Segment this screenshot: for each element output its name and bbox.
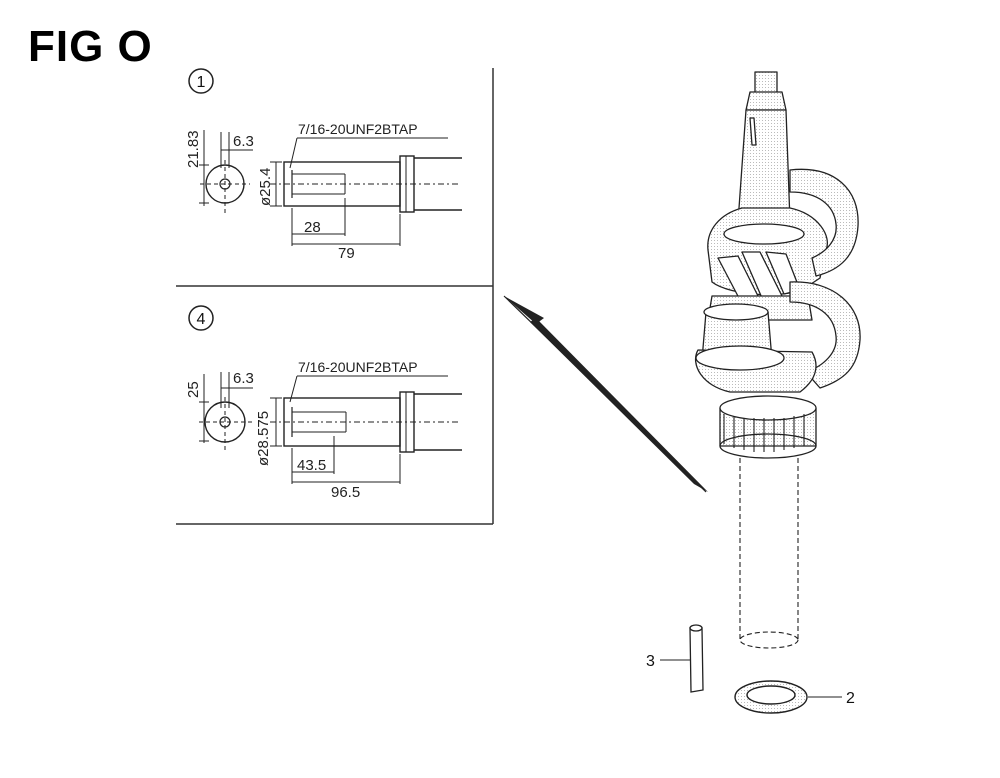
figure-title: FIG O: [28, 22, 153, 71]
detail-4-depth-dim: 43.5: [297, 457, 326, 474]
detail-1-tap-label: 7/16-20UNF2BTAP: [298, 121, 418, 137]
detail-4-number: 4: [197, 311, 206, 328]
key-part: 3: [646, 624, 704, 693]
crankshaft-illustration: [694, 71, 861, 649]
detail-4-diameter-dim: ø28.575: [255, 411, 272, 466]
detail-4-tap-label: 7/16-20UNF2BTAP: [298, 359, 418, 375]
detail-box-frame: [176, 68, 494, 525]
key-part-number: 3: [646, 653, 655, 670]
detail-1-side-view: [270, 137, 462, 246]
key-icon: [689, 624, 704, 693]
detail-1-depth-dim: 28: [304, 219, 321, 236]
detail-4-number-circle: [188, 305, 214, 331]
detail-1: 1 21.83 6.3 7/16-20UNF2BTAP: [185, 68, 462, 262]
detail-1-height-dim: 21.83: [185, 130, 202, 168]
detail-4-side-view: [270, 375, 462, 484]
detail-4-length-dim: 96.5: [331, 484, 360, 501]
detail-1-length-dim: 79: [338, 245, 355, 262]
detail-pointer-arrow: [503, 295, 708, 493]
washer-part: 2: [734, 680, 855, 714]
detail-1-number: 1: [197, 74, 206, 91]
detail-1-offset-dim: 6.3: [233, 133, 254, 150]
detail-1-diameter-dim: ø25.4: [257, 168, 274, 206]
detail-4-height-dim: 25: [185, 381, 202, 398]
detail-4: 4 25 6.3 7/16-20UNF2BTAP: [185, 305, 462, 501]
detail-1-end-view: [199, 130, 253, 215]
detail-1-number-circle: [188, 68, 214, 94]
washer-icon: [734, 680, 808, 714]
washer-part-number: 2: [846, 690, 855, 707]
detail-4-end-view: [199, 372, 253, 452]
detail-4-offset-dim: 6.3: [233, 370, 254, 387]
